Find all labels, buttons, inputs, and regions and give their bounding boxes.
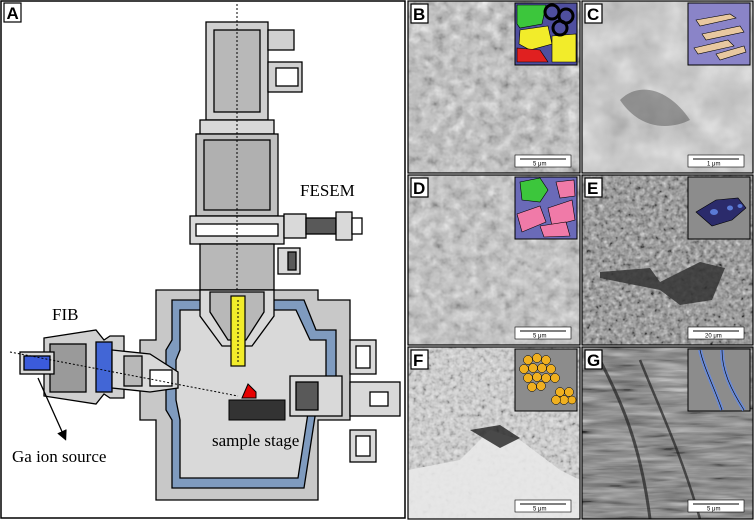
fib-axis-line xyxy=(9,351,239,397)
panel-g-scale-label: 5 μm xyxy=(707,507,720,513)
panel-e-scalebar-box xyxy=(687,326,745,340)
panel-c: 1 μm C xyxy=(581,0,754,174)
panel-d-label: D xyxy=(413,179,425,198)
panel-f-label: F xyxy=(413,351,423,370)
label-fesem: FESEM xyxy=(300,181,355,200)
panel-d-scalebar-box xyxy=(514,326,572,340)
label-sample-stage: sample stage xyxy=(212,431,299,450)
panel-b-scalebar-box xyxy=(514,154,572,168)
panel-d-inset xyxy=(514,176,578,240)
panel-c-scale-label: 1 μm xyxy=(707,162,720,168)
panel-b-scale-label: 5 μm xyxy=(533,162,546,168)
panel-b-label-box xyxy=(410,3,429,24)
panel-f-scalebar-box xyxy=(514,499,572,513)
fesem-column xyxy=(189,21,363,291)
fib-column xyxy=(19,329,179,405)
sample-specimen xyxy=(241,383,257,399)
panel-d-label-box xyxy=(410,177,429,198)
panel-c-scalebar-box xyxy=(687,154,745,168)
panel-c-inset xyxy=(687,2,751,66)
label-fib: FIB xyxy=(52,305,78,324)
panel-e-label: E xyxy=(587,179,598,198)
panel-e-label-box xyxy=(584,177,603,198)
panel-g-label-box xyxy=(584,349,603,370)
panel-b: 5 μm B xyxy=(407,0,581,174)
panel-d: 5 μm D xyxy=(407,174,581,346)
sample-stage xyxy=(228,399,286,421)
panel-c-label-box xyxy=(584,3,603,24)
panel-e-scale-label: 20 μm xyxy=(705,334,722,340)
panel-e: 20 μm E xyxy=(581,174,754,346)
panel-g-inset xyxy=(687,348,751,412)
panel-f-label-box xyxy=(410,349,429,370)
column-detector-yellow xyxy=(230,295,246,367)
panel-b-inset xyxy=(514,2,578,66)
panel-g: 5 μm G xyxy=(581,346,754,520)
panel-a-label-box xyxy=(3,2,22,23)
label-ga-source: Ga ion source xyxy=(12,447,106,466)
panel-f-inset xyxy=(514,348,578,412)
panel-g-scalebar-box xyxy=(687,499,745,513)
panel-a-label: A xyxy=(7,4,19,23)
panel-e-inset xyxy=(687,176,751,240)
panel-d-scale-label: 5 μm xyxy=(533,334,546,340)
panel-g-label: G xyxy=(587,351,600,370)
panel-c-label: C xyxy=(587,5,599,24)
panel-b-label: B xyxy=(413,5,425,24)
panel-f-scale-label: 5 μm xyxy=(533,507,546,513)
panel-f: 5 μm F xyxy=(407,346,581,520)
panel-a: FESEM FIB Ga ion source sample stage A xyxy=(0,0,406,519)
ga-source-arrow xyxy=(37,377,67,441)
